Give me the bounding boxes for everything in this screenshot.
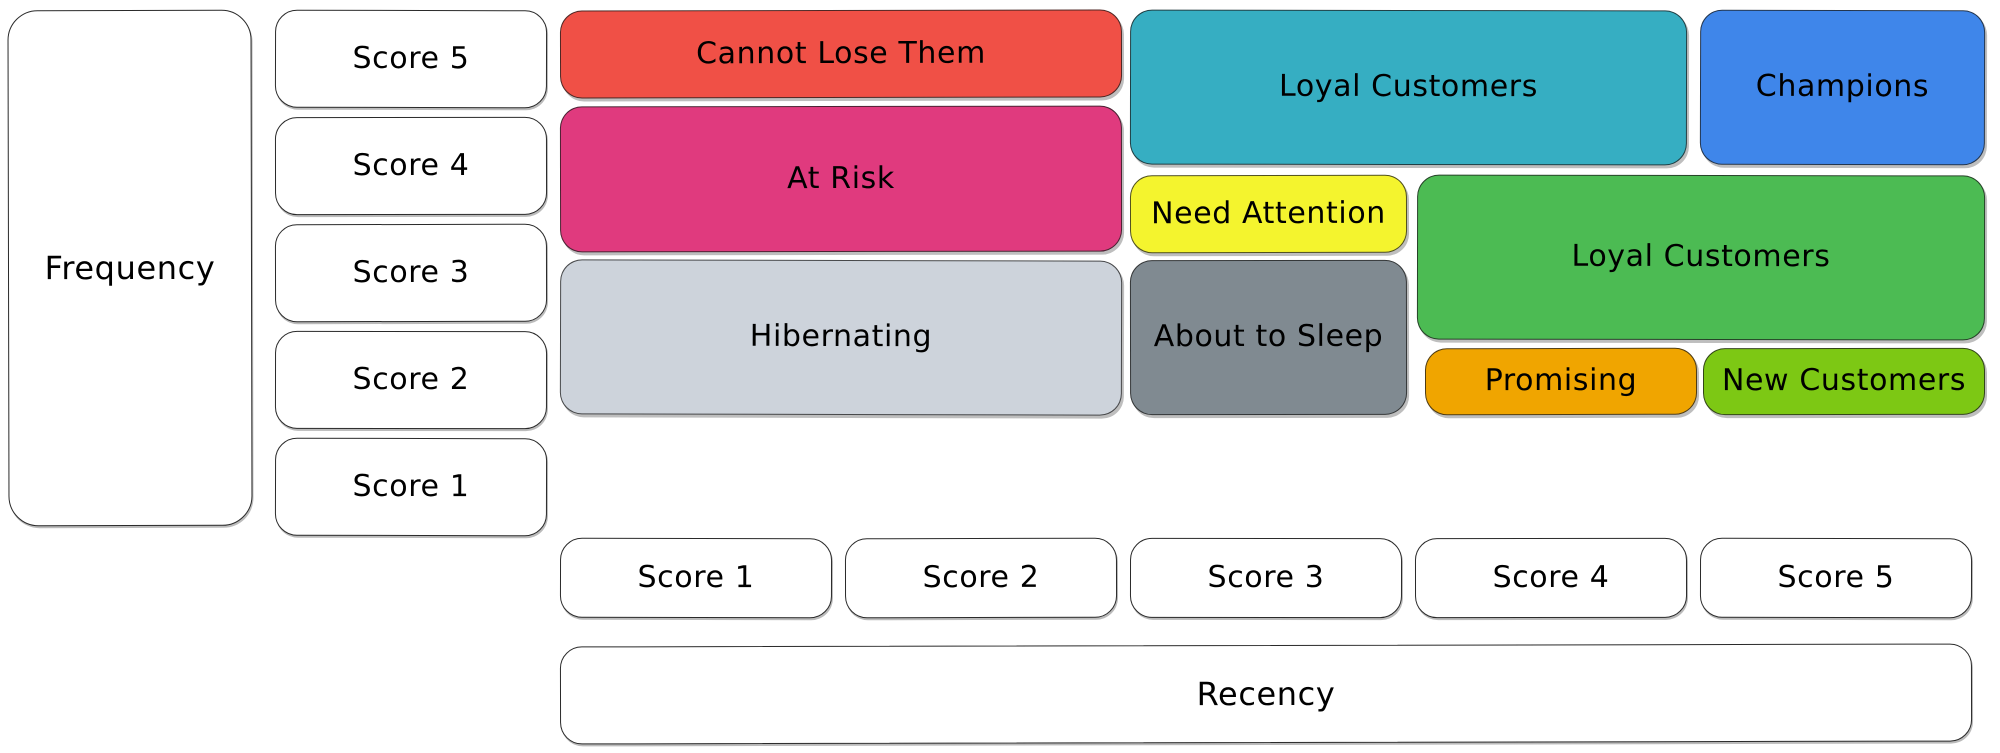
frequency-score-2[interactable]: Score 2	[274, 330, 548, 430]
segment-about-to-sleep[interactable]: About to Sleep	[1129, 259, 1408, 416]
recency-score-2[interactable]: Score 2	[844, 537, 1118, 619]
frequency-score-5[interactable]: Score 5	[274, 9, 548, 109]
segment-hibernating-label: Hibernating	[749, 319, 933, 355]
segment-champions[interactable]: Champions	[1699, 9, 1986, 166]
recency-score-1[interactable]: Score 1	[559, 537, 833, 619]
recency-score-1-label: Score 1	[637, 559, 755, 595]
segment-loyal-customers-green[interactable]: Loyal Customers	[1416, 174, 1986, 341]
segment-new-customers-label: New Customers	[1721, 363, 1967, 399]
segment-need-attention[interactable]: Need Attention	[1129, 174, 1408, 254]
frequency-score-5-label: Score 5	[352, 40, 470, 76]
frequency-score-1-label: Score 1	[352, 468, 470, 504]
recency-score-3[interactable]: Score 3	[1129, 537, 1403, 619]
recency-score-2-label: Score 2	[922, 559, 1040, 595]
frequency-axis-label-text: Frequency	[44, 248, 216, 287]
frequency-score-4-label: Score 4	[352, 147, 470, 183]
frequency-score-4[interactable]: Score 4	[274, 116, 548, 216]
frequency-score-2-label: Score 2	[352, 361, 470, 397]
segment-at-risk[interactable]: At Risk	[559, 105, 1123, 253]
frequency-score-1[interactable]: Score 1	[274, 437, 548, 537]
recency-score-3-label: Score 3	[1207, 559, 1325, 595]
segment-hibernating[interactable]: Hibernating	[559, 259, 1123, 416]
segment-cannot-lose-them[interactable]: Cannot Lose Them	[559, 9, 1123, 99]
segment-loyal-customers-green-label: Loyal Customers	[1571, 239, 1831, 275]
segment-loyal-customers-teal-label: Loyal Customers	[1279, 69, 1538, 105]
segment-cannot-lose-them-label: Cannot Lose Them	[696, 35, 986, 72]
segment-champions-label: Champions	[1755, 69, 1930, 105]
segment-promising[interactable]: Promising	[1424, 347, 1698, 416]
segment-new-customers[interactable]: New Customers	[1702, 347, 1986, 416]
segment-at-risk-label: At Risk	[787, 160, 895, 196]
recency-score-4-label: Score 4	[1492, 559, 1610, 595]
recency-score-4[interactable]: Score 4	[1414, 537, 1688, 619]
segment-need-attention-label: Need Attention	[1151, 195, 1386, 231]
recency-axis-label: Recency	[559, 643, 1973, 745]
recency-axis-label-text: Recency	[1196, 674, 1336, 713]
frequency-score-3-label: Score 3	[352, 254, 470, 290]
segment-loyal-customers-teal[interactable]: Loyal Customers	[1129, 9, 1688, 166]
recency-score-5-label: Score 5	[1777, 559, 1895, 595]
segment-about-to-sleep-label: About to Sleep	[1153, 319, 1384, 355]
recency-score-5[interactable]: Score 5	[1699, 537, 1973, 619]
frequency-score-3[interactable]: Score 3	[274, 223, 548, 323]
segment-promising-label: Promising	[1484, 363, 1638, 399]
frequency-axis-label: Frequency	[7, 9, 253, 527]
